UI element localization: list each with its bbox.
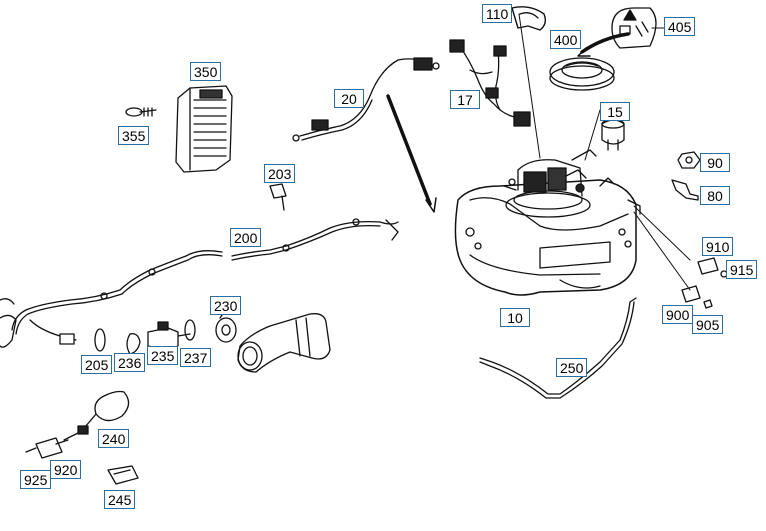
label-part-905[interactable]: 905	[692, 315, 724, 334]
label-part-110[interactable]: 110	[482, 4, 513, 23]
label-part-920[interactable]: 920	[50, 460, 82, 479]
label-part-245[interactable]: 245	[104, 490, 136, 509]
control-unit	[175, 85, 233, 173]
label-part-90[interactable]: 90	[700, 153, 730, 172]
tank-strap	[479, 297, 637, 399]
pointer-arrow-400	[577, 32, 630, 57]
fuel-line-200	[0, 218, 399, 348]
label-part-355[interactable]: 355	[118, 126, 150, 145]
clip-245	[107, 465, 139, 485]
vent-valve	[601, 119, 625, 151]
label-part-200[interactable]: 200	[230, 228, 262, 247]
label-part-17[interactable]: 17	[450, 90, 480, 109]
fuel-tank	[454, 177, 641, 296]
label-part-405[interactable]: 405	[664, 17, 696, 36]
label-part-900[interactable]: 900	[662, 305, 694, 324]
label-part-203[interactable]: 203	[264, 164, 296, 183]
connector-203	[269, 183, 287, 211]
lock-ring-tool-icon	[511, 6, 547, 31]
fuel-pump-assembly	[503, 149, 597, 218]
warning-label	[611, 7, 657, 49]
label-part-15[interactable]: 15	[600, 102, 630, 121]
wiring-harness-17	[449, 39, 531, 127]
cable-240	[63, 390, 130, 441]
label-part-236[interactable]: 236	[114, 353, 146, 372]
leader-lines	[518, 13, 693, 291]
label-part-925[interactable]: 925	[20, 470, 52, 489]
label-part-350[interactable]: 350	[190, 62, 222, 81]
pointer-arrow	[386, 94, 437, 213]
screw	[125, 107, 157, 117]
filler-hose	[237, 313, 331, 373]
clip-set	[681, 257, 728, 309]
bracket	[671, 179, 699, 201]
label-part-205[interactable]: 205	[81, 355, 113, 374]
label-part-250[interactable]: 250	[556, 358, 588, 377]
filler-ring	[549, 57, 615, 91]
label-part-20[interactable]: 20	[334, 89, 364, 108]
hose-clamp	[215, 311, 237, 343]
wiring-harness-20	[292, 57, 440, 142]
sensor	[25, 437, 69, 459]
nut	[677, 151, 701, 169]
label-part-10[interactable]: 10	[500, 308, 530, 327]
label-part-400[interactable]: 400	[550, 30, 582, 49]
label-part-910[interactable]: 910	[702, 237, 734, 256]
label-part-240[interactable]: 240	[98, 429, 130, 448]
label-part-237[interactable]: 237	[180, 348, 212, 367]
label-part-80[interactable]: 80	[700, 186, 730, 205]
label-part-230[interactable]: 230	[210, 296, 242, 315]
label-part-915[interactable]: 915	[726, 260, 758, 279]
label-part-235[interactable]: 235	[147, 346, 179, 365]
